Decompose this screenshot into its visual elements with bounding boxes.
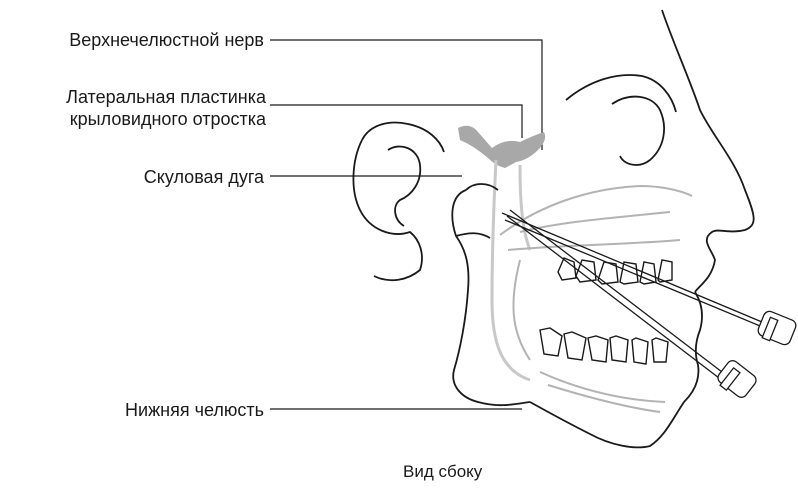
label-maxillary-nerve: Верхнечелюстной нерв	[69, 29, 264, 51]
upper-arch	[500, 186, 692, 250]
label-lateral-plate-line1: Латеральная пластинка	[66, 86, 266, 108]
label-lateral-pterygoid-plate: Латеральная пластинка крыловидного отрос…	[66, 86, 266, 130]
label-mandible: Нижняя челюсть	[125, 399, 264, 421]
leader-lateral-plate	[270, 105, 522, 138]
maxillary-nerve	[492, 160, 530, 380]
label-zygomatic-arch: Скуловая дуга	[144, 166, 264, 188]
head-outline	[353, 10, 753, 447]
needle-upper	[502, 213, 798, 346]
needles	[502, 210, 798, 400]
label-lateral-plate-line2: крыловидного отростка	[66, 108, 266, 130]
lower-teeth	[540, 328, 668, 364]
upper-teeth	[558, 258, 672, 284]
lateral-pterygoid-plate	[458, 126, 545, 168]
view-caption: Вид сбоку	[403, 461, 482, 483]
leader-maxillary-nerve	[270, 40, 542, 150]
